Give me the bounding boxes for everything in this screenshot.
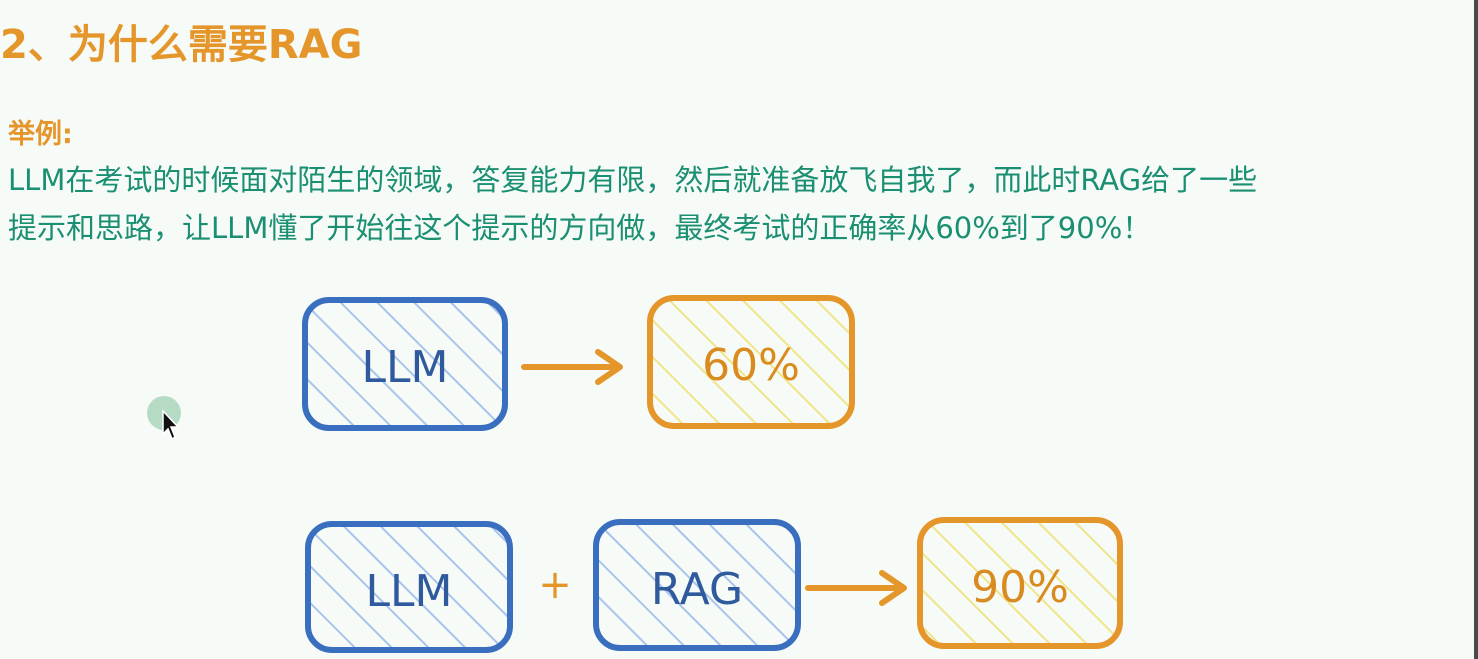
example-text-line-1: LLM在考试的时候面对陌生的领域，答复能力有限，然后就准备放飞自我了，而此时RA…	[8, 163, 1258, 197]
page-title: 2、为什么需要RAG	[0, 22, 363, 68]
example-text-line-2: 提示和思路，让LLM懂了开始往这个提示的方向做，最终考试的正确率从60%到了90…	[8, 211, 1152, 245]
plus-sign: +	[538, 562, 572, 608]
row2-rag-box: RAG	[593, 519, 801, 651]
mouse-cursor-icon	[147, 396, 181, 441]
example-label: 举例:	[8, 119, 73, 150]
row1-result-label: 60%	[702, 340, 800, 391]
arrow-right-icon	[521, 349, 623, 385]
row2-llm-box: LLM	[305, 521, 513, 653]
row1-llm-label: LLM	[362, 342, 449, 393]
row2-rag-label: RAG	[651, 564, 743, 615]
row2-llm-label: LLM	[366, 566, 453, 617]
row2-result-box: 90%	[917, 517, 1123, 649]
window-right-edge	[1474, 0, 1478, 659]
row1-result-box: 60%	[647, 295, 855, 429]
row1-llm-box: LLM	[302, 297, 508, 431]
row2-result-label: 90%	[971, 562, 1069, 613]
arrow-right-icon	[805, 570, 907, 606]
